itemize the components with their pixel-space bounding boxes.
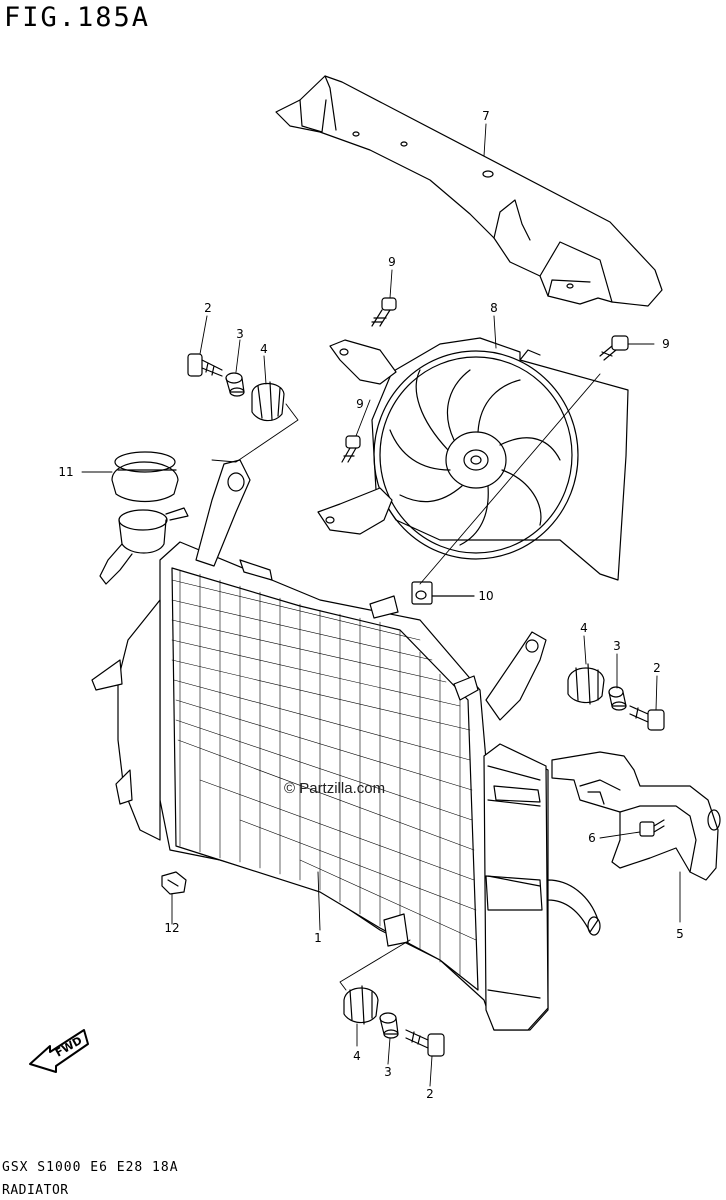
grommet-part-4-bottom xyxy=(344,986,378,1024)
callout-3-upper-left: 3 xyxy=(236,327,244,341)
callout-3-right: 3 xyxy=(613,639,621,653)
bolt-part-2-bottom xyxy=(406,1030,444,1056)
callout-8: 8 xyxy=(490,301,498,315)
collar-part-3-right xyxy=(609,687,626,710)
watermark: © Partzilla.com xyxy=(284,780,386,797)
callout-9-lower: 9 xyxy=(356,397,364,411)
callout-4-right: 4 xyxy=(580,621,588,635)
callout-1: 1 xyxy=(314,931,322,945)
callout-5: 5 xyxy=(676,927,684,941)
leader-lines xyxy=(82,124,680,1086)
grommet-part-4-upper-left xyxy=(252,382,284,421)
fan-assembly-part-8 xyxy=(318,338,628,580)
bolt-part-9-top xyxy=(372,298,396,326)
drawing-code: GSX S1000 E6 E28 18A xyxy=(2,1160,179,1175)
callout-3-bottom: 3 xyxy=(384,1065,392,1079)
callout-9-right: 9 xyxy=(662,337,670,351)
bolt-part-6 xyxy=(640,820,664,836)
callout-4-bottom: 4 xyxy=(353,1049,361,1063)
callout-2-right: 2 xyxy=(653,661,661,675)
upper-bracket-part-7 xyxy=(276,76,662,306)
forward-direction-badge: FWD xyxy=(30,1030,88,1072)
radiator-cap-part-11 xyxy=(112,452,178,502)
assembly-name: RADIATOR xyxy=(2,1183,69,1198)
callout-7: 7 xyxy=(482,109,490,123)
hose-part-5 xyxy=(552,752,720,880)
clip-part-12 xyxy=(162,872,186,894)
collar-part-3-upper-left xyxy=(226,373,244,396)
callout-11: 11 xyxy=(58,465,74,479)
grommet-part-4-right xyxy=(568,664,604,704)
clip-part-10 xyxy=(412,582,474,604)
callout-6: 6 xyxy=(588,831,596,845)
radiator-core-fins xyxy=(172,570,476,976)
collar-part-3-bottom xyxy=(380,1013,398,1038)
figure-title: FIG.185A xyxy=(4,2,151,33)
bolt-part-9-lower xyxy=(342,436,360,462)
callout-9-top: 9 xyxy=(388,255,396,269)
callout-12: 12 xyxy=(164,921,180,935)
callout-4-upper-left: 4 xyxy=(260,342,268,356)
bolt-part-2-right xyxy=(630,706,664,730)
filler-neck xyxy=(100,508,188,584)
callout-2-bottom: 2 xyxy=(426,1087,434,1101)
bolt-part-2-upper-left xyxy=(188,354,222,376)
radiator-part-1 xyxy=(92,460,600,1030)
callout-2-upper-left: 2 xyxy=(204,301,212,315)
callout-10: 10 xyxy=(478,589,494,603)
bolt-part-9-right xyxy=(600,336,628,360)
